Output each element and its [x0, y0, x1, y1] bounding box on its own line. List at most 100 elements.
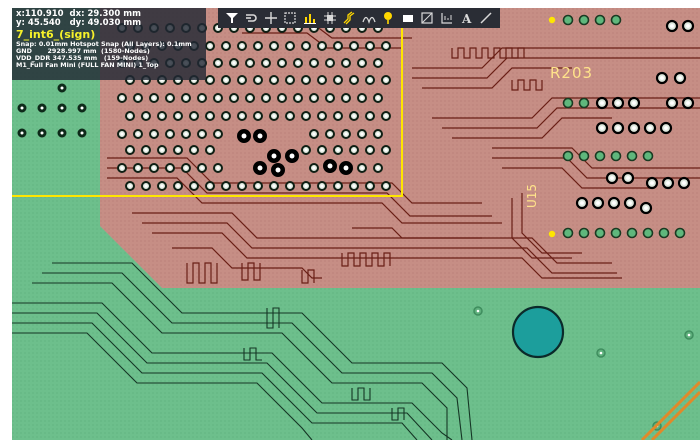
- via-hole: [376, 61, 380, 65]
- via-hole: [241, 133, 247, 139]
- via-hole: [580, 201, 584, 205]
- filter-icon: [225, 13, 238, 23]
- via-hole: [596, 201, 600, 205]
- fill-icon: [402, 15, 413, 22]
- diff-pair-button[interactable]: [341, 10, 357, 26]
- via-hole: [208, 184, 212, 188]
- via-hole: [352, 44, 356, 48]
- via-hole: [616, 126, 620, 130]
- via-hole: [184, 166, 188, 170]
- via-hole: [600, 101, 604, 105]
- via-hole: [670, 101, 674, 105]
- pad: [658, 227, 670, 239]
- via-hole: [288, 44, 292, 48]
- pad: [594, 14, 606, 26]
- component-icon: [323, 12, 336, 24]
- via-hole: [312, 96, 316, 100]
- pad: [594, 150, 606, 162]
- pad: [578, 150, 590, 162]
- pcb-board-view[interactable]: R203 U15: [12, 8, 700, 440]
- via-hole: [275, 167, 281, 173]
- svg-text:A: A: [461, 12, 472, 25]
- component-button[interactable]: [322, 10, 338, 26]
- via-hole: [384, 78, 388, 82]
- designator-r[interactable]: R203: [550, 64, 593, 82]
- via-hole: [136, 96, 140, 100]
- current-layer: 7_int6_(sign): [16, 27, 96, 41]
- via-hole: [192, 184, 196, 188]
- via-hole: [600, 126, 604, 130]
- pad: [562, 97, 574, 109]
- via-hole: [264, 96, 268, 100]
- route-interactive-button[interactable]: [243, 10, 259, 26]
- cursor-x-readout: x:110.910 dx: 29.300 mm: [16, 9, 141, 19]
- polygon-button[interactable]: [419, 10, 435, 26]
- via-hole: [344, 132, 348, 136]
- pad: [562, 150, 574, 162]
- filter-button[interactable]: [224, 10, 240, 26]
- via-hole: [626, 176, 630, 180]
- via-hole: [144, 148, 148, 152]
- via-hole: [296, 61, 300, 65]
- via-hole: [240, 78, 244, 82]
- via-hole: [240, 114, 244, 118]
- via-hole: [248, 61, 252, 65]
- arc-button[interactable]: [361, 10, 377, 26]
- selection-handle-bottom: [548, 230, 556, 238]
- pad: [674, 227, 686, 239]
- pad: [578, 227, 590, 239]
- via-hole: [327, 163, 333, 169]
- pad: [594, 227, 606, 239]
- pad: [642, 150, 654, 162]
- via-hole: [192, 114, 196, 118]
- via-hole: [232, 61, 236, 65]
- via-hole: [248, 96, 252, 100]
- via-hole: [240, 44, 244, 48]
- via-hole: [384, 148, 388, 152]
- via-hole: [328, 96, 332, 100]
- via-hole: [184, 96, 188, 100]
- via-hole: [288, 114, 292, 118]
- mounting-pad[interactable]: [511, 305, 565, 359]
- via-hole: [216, 61, 220, 65]
- string-button[interactable]: A: [459, 10, 475, 26]
- polygon-icon: [421, 12, 434, 24]
- via-hole: [271, 153, 277, 159]
- via-hole: [208, 148, 212, 152]
- via-hole: [644, 206, 648, 210]
- via-hole: [304, 78, 308, 82]
- via-hole: [344, 61, 348, 65]
- via-hole: [256, 114, 260, 118]
- via-hole: [670, 24, 674, 28]
- via-hole: [289, 153, 295, 159]
- designator-u[interactable]: U15: [525, 184, 539, 208]
- via-hole: [216, 96, 220, 100]
- via-hole: [344, 96, 348, 100]
- dimension-button[interactable]: [439, 10, 455, 26]
- via-hole: [336, 114, 340, 118]
- via-hole: [120, 166, 124, 170]
- via-hole: [320, 114, 324, 118]
- via-hole: [304, 44, 308, 48]
- via-hole: [160, 114, 164, 118]
- place-via-button[interactable]: [380, 10, 396, 26]
- via-hole: [666, 181, 670, 185]
- select-rectangle-button[interactable]: [282, 10, 298, 26]
- pad: [626, 227, 638, 239]
- via-hole: [257, 133, 263, 139]
- cursor-y-readout: y: 45.540 dy: 49.030 mm: [16, 17, 142, 28]
- via-hole: [280, 61, 284, 65]
- via-hole: [368, 114, 372, 118]
- via-hole: [686, 24, 690, 28]
- fill-button[interactable]: [400, 10, 416, 26]
- via-hole: [224, 114, 228, 118]
- crosshair-button[interactable]: [263, 10, 279, 26]
- via-hole: [160, 184, 164, 188]
- via-hole: [216, 166, 220, 170]
- via-hole: [360, 61, 364, 65]
- line-button[interactable]: [478, 10, 494, 26]
- bar-graph-button[interactable]: [302, 10, 318, 26]
- via-hole: [343, 165, 349, 171]
- via-hole: [200, 166, 204, 170]
